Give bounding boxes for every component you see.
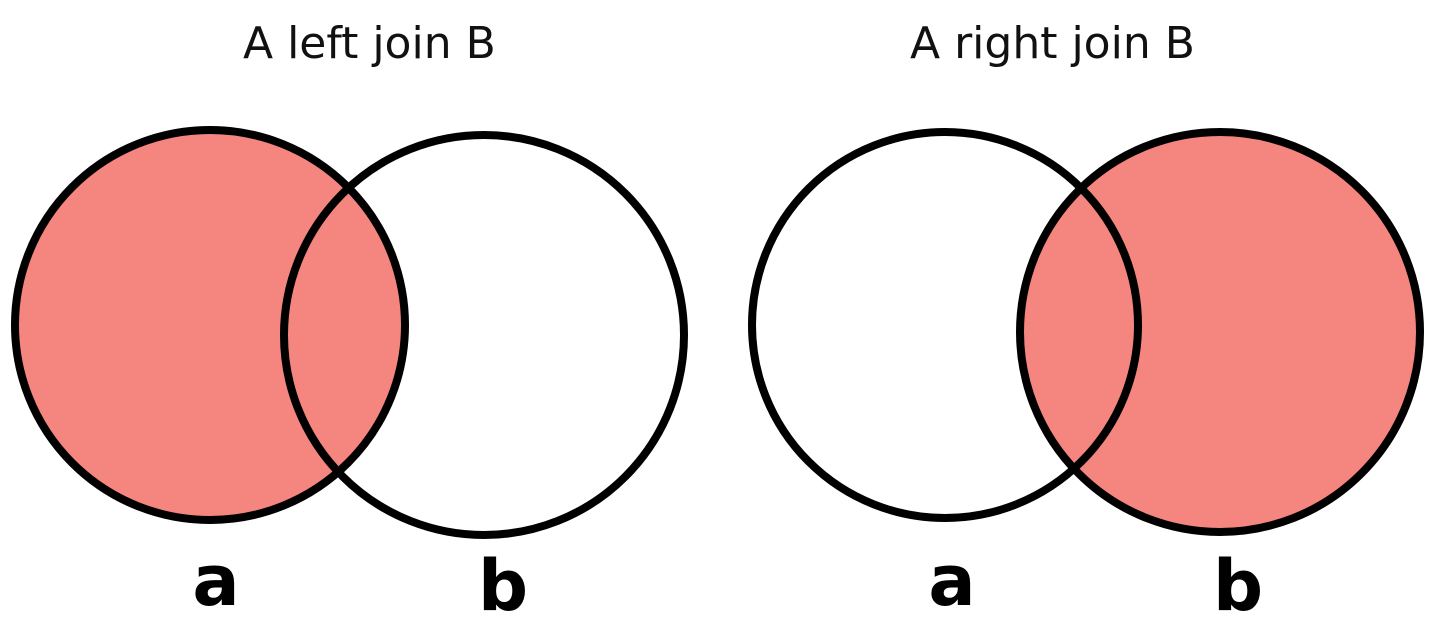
right-venn-circle-b-outline xyxy=(1016,128,1424,536)
right-venn-circle-b-fill xyxy=(1020,132,1420,532)
right-venn-circle-a-outline xyxy=(748,128,1142,522)
right-join-title: A right join B xyxy=(910,18,1195,69)
left-join-venn: a b xyxy=(11,126,688,627)
right-venn-label-b: b xyxy=(1213,545,1263,627)
left-join-title: A left join B xyxy=(243,18,496,69)
left-venn-label-b: b xyxy=(478,545,528,627)
left-venn-label-a: a xyxy=(192,540,239,622)
left-venn-circle-b-outline xyxy=(280,131,688,539)
right-join-venn: a b xyxy=(748,128,1424,627)
right-venn-label-a: a xyxy=(928,540,975,622)
left-venn-circle-a-outline xyxy=(11,126,409,524)
